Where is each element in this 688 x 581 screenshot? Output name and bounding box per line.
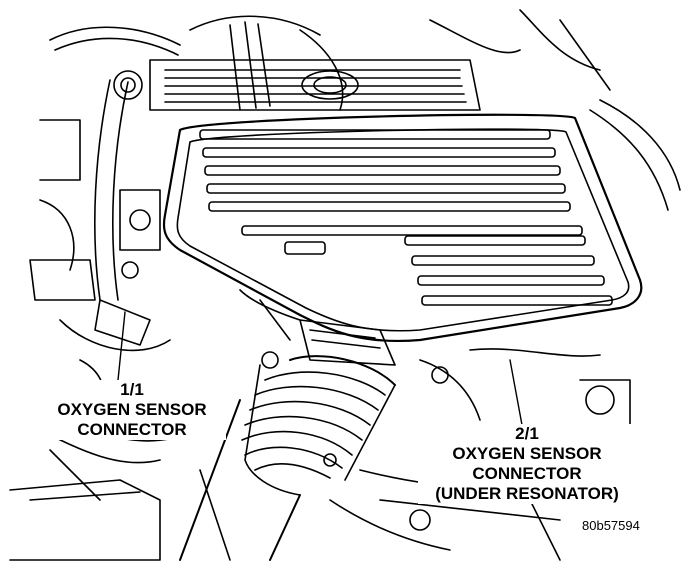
intake-hose	[179, 351, 396, 561]
figure-id: 80b57594	[582, 518, 640, 533]
right-label-line3: CONNECTOR	[472, 464, 582, 483]
right-label-line4: (UNDER RESONATOR)	[435, 484, 619, 503]
resonator-housing	[162, 113, 643, 343]
right-label-line2: OXYGEN SENSOR	[452, 444, 602, 463]
left-label-line3: CONNECTOR	[77, 420, 187, 439]
left-label-line2: OXYGEN SENSOR	[57, 400, 207, 419]
intake-manifold	[149, 59, 481, 111]
left-connector-label: 1/1 OXYGEN SENSOR CONNECTOR	[38, 380, 226, 440]
right-label-line1: 2/1	[515, 424, 539, 443]
background-hoses	[49, 9, 681, 211]
resonator-slots	[199, 129, 613, 306]
left-components	[29, 70, 201, 501]
throttle-area	[239, 289, 631, 431]
right-connector-label: 2/1 OXYGEN SENSOR CONNECTOR (UNDER RESON…	[418, 424, 636, 504]
leader-lines	[117, 311, 523, 426]
left-label-line1: 1/1	[120, 380, 144, 399]
